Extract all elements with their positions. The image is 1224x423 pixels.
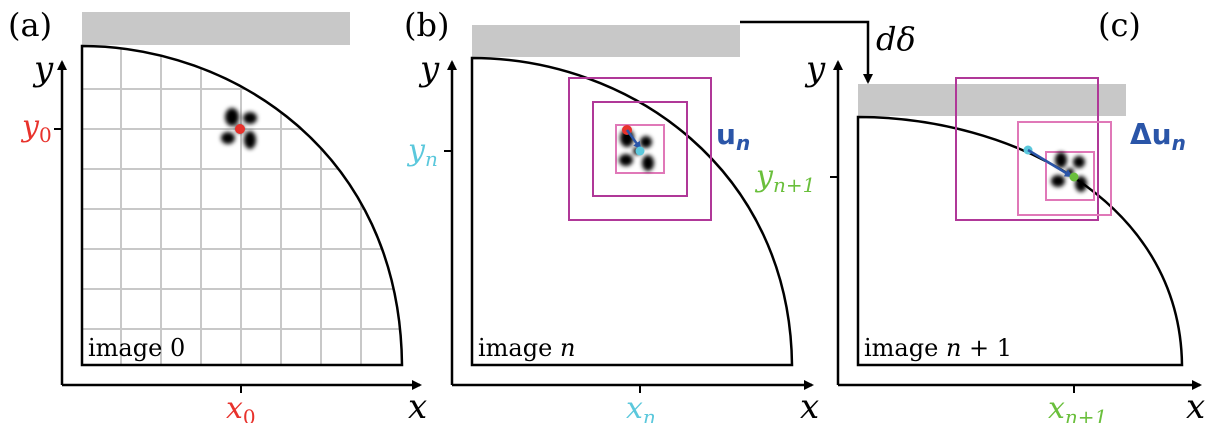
axis-x-label: x bbox=[408, 387, 427, 423]
panel-b: (b) un y x yn xn image n bbox=[404, 6, 819, 423]
panel-tag: (b) bbox=[404, 6, 449, 44]
panel-tag: (c) bbox=[1098, 6, 1141, 44]
panel-a: (a) bbox=[8, 6, 427, 423]
tick-y-label: y0 bbox=[20, 109, 52, 147]
specimen-outline bbox=[856, 115, 1184, 367]
grey-bar bbox=[858, 84, 1126, 116]
vector-label: un bbox=[716, 118, 750, 155]
displacement-connector: dδ bbox=[740, 20, 916, 84]
subset-window bbox=[1045, 151, 1095, 201]
tick-x-label: x0 bbox=[226, 391, 256, 423]
panel-c: (c) Δun y x yn+1 xn+1 image n + 1 bbox=[754, 6, 1205, 423]
speckle bbox=[1051, 152, 1087, 192]
displacement-vector bbox=[1027, 148, 1073, 178]
image-label: image 0 bbox=[88, 334, 185, 362]
search-window-mid bbox=[592, 101, 688, 197]
image-label: image n bbox=[478, 334, 575, 362]
axis-y-label: y bbox=[418, 49, 440, 89]
axis-y-label: y bbox=[32, 49, 54, 89]
displacement-vector bbox=[625, 129, 642, 150]
panel-tag: (a) bbox=[8, 6, 52, 44]
tick-y-label: yn bbox=[406, 133, 438, 171]
tick-x-label: xn bbox=[626, 391, 656, 423]
red-point bbox=[235, 124, 245, 134]
specimen-outline bbox=[470, 56, 794, 367]
search-window-mid bbox=[1017, 121, 1112, 216]
tick-x-label: xn+1 bbox=[1048, 391, 1107, 423]
mask bbox=[82, 30, 402, 365]
cyan-point bbox=[635, 146, 645, 156]
vector-label: Δun bbox=[1130, 118, 1186, 155]
specimen-outline bbox=[80, 44, 404, 367]
axis-y-label: y bbox=[804, 49, 826, 89]
tick-y-label: yn+1 bbox=[754, 159, 815, 197]
grey-bar bbox=[472, 25, 740, 57]
axis-x-label: x bbox=[1186, 387, 1205, 423]
axis-x-label: x bbox=[800, 387, 819, 423]
search-window-outer bbox=[568, 77, 712, 221]
image-label: image n + 1 bbox=[864, 334, 1012, 362]
displacement-label: dδ bbox=[876, 20, 916, 58]
subset-window bbox=[615, 124, 665, 174]
grey-bar bbox=[82, 12, 350, 45]
green-point bbox=[1069, 172, 1079, 182]
search-window-outer bbox=[955, 77, 1099, 221]
